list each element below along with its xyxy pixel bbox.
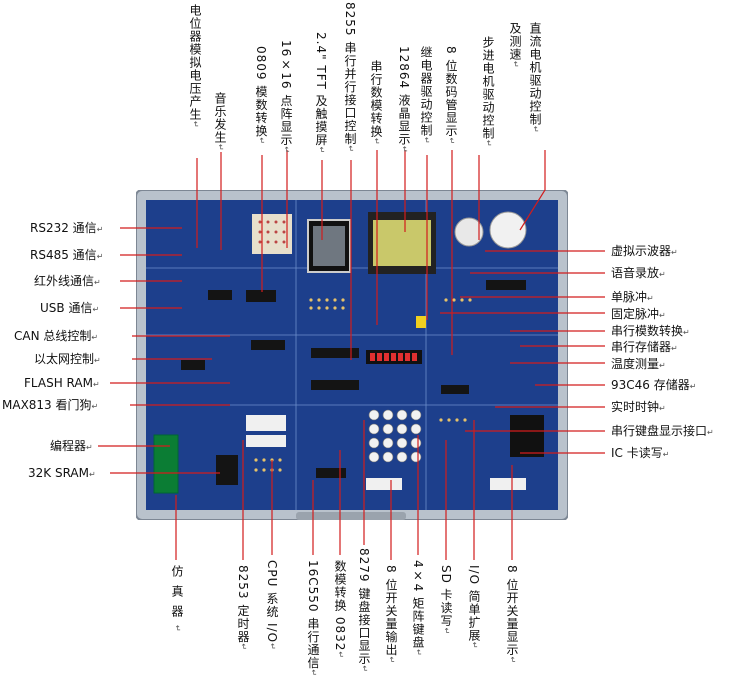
chip [441, 385, 469, 394]
label-io-expand: I/O 简单扩展↵ [467, 565, 481, 650]
chip [311, 348, 359, 358]
stepper-motor [454, 217, 484, 247]
chip [208, 290, 232, 300]
label-switch-display: 8 位开关量显示↵ [505, 565, 519, 665]
label-sram: 32K SRAM↵ [28, 466, 96, 480]
label-dot-matrix: 16×16 点阵显示↵ [279, 40, 293, 155]
label-seg8: 8 位数码管显示↵ [444, 46, 458, 146]
label-lcd12864: 12864 液晶显示↵ [397, 46, 411, 154]
label-ethernet: 以太网控制↵ [34, 352, 101, 366]
label-rs232: RS232 通信↵ [30, 221, 104, 235]
chip [246, 290, 276, 302]
label-adc0809: 0809 模数转换↵ [254, 46, 268, 146]
label-8255: 8255 串行并行接口控制↵ [343, 2, 357, 154]
label-switch-output: 8 位开关量输出↵ [384, 565, 398, 665]
relay [416, 316, 426, 328]
label-rs485: RS485 通信↵ [30, 248, 104, 262]
programmer-socket [153, 434, 179, 494]
label-stepper: 步进电机驱动控制↵ [481, 36, 495, 148]
label-tft: 2.4" TFT 及触摸屏↵ [314, 32, 328, 155]
label-16c550: 16C550 串行通信↵ [306, 560, 320, 678]
label-single-pulse: 单脉冲↵ [611, 290, 654, 304]
label-max813: MAX813 看门狗↵ [2, 398, 99, 412]
chip [311, 380, 359, 390]
label-cpu-io: CPU 系统 I/O↵ [265, 560, 279, 651]
label-8279: 8279 键盘接口显示↵ [357, 548, 371, 674]
chip [316, 468, 346, 478]
label-simulator: 仿真器↵ [170, 565, 184, 640]
label-serial-memory: 串行存储器↵ [611, 340, 678, 354]
label-relay: 继电器驱动控制↵ [419, 46, 433, 145]
label-serial-da: 串行数模转换↵ [369, 60, 383, 146]
label-serial-keyboard: 串行键盘显示接口↵ [611, 424, 714, 438]
label-93c46: 93C46 存储器↵ [611, 378, 697, 392]
label-music: 音乐发生↵ [213, 92, 227, 152]
label-flash: FLASH RAM↵ [24, 376, 100, 390]
chip [216, 455, 238, 485]
label-fixed-pulse: 固定脉冲↵ [611, 307, 666, 321]
label-pot: 电位器模拟电压产生↵ [188, 4, 202, 129]
board-handle [296, 512, 406, 520]
dot-matrix [252, 214, 292, 254]
dc-motor [489, 211, 527, 249]
label-dcmotor: 直流电机驱动控制↵ [528, 22, 542, 134]
label-ir: 红外线通信↵ [34, 274, 101, 288]
ic-card-slot [510, 415, 544, 457]
label-dcmotor-speed: 及测速↵ [508, 22, 522, 69]
label-ic-card: IC 卡读写↵ [611, 446, 670, 460]
label-sd-card: SD 卡读写↵ [439, 565, 453, 636]
label-temperature: 温度测量↵ [611, 357, 666, 371]
keypad-4x4 [368, 409, 422, 463]
chip [181, 360, 205, 370]
label-can: CAN 总线控制↵ [14, 329, 99, 343]
label-serial-ad: 串行模数转换↵ [611, 324, 690, 338]
experiment-board-photo [136, 190, 568, 520]
chip [251, 340, 285, 350]
label-rtc: 实时时钟↵ [611, 400, 666, 414]
label-8253: 8253 定时器↵ [236, 565, 250, 652]
label-voice: 语音录放↵ [611, 266, 666, 280]
label-oscilloscope: 虚拟示波器↵ [611, 244, 678, 258]
label-programmer: 编程器↵ [50, 439, 93, 453]
label-keypad: 4×4 矩阵键盘↵ [411, 560, 425, 657]
label-da0832: 数模转换 0832↵ [333, 560, 347, 660]
label-usb: USB 通信↵ [40, 301, 100, 315]
chip [486, 280, 526, 290]
